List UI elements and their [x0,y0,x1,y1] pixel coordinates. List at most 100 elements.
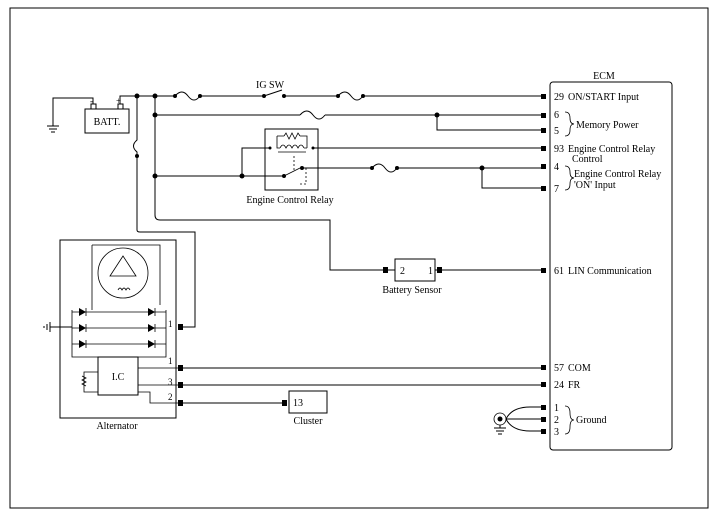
battery-sensor-label: Battery Sensor [382,285,442,296]
alternator-inner-wiring [91,244,161,310]
ecm-pin-93-number: 93 [554,144,564,155]
alternator-ic-wiring [83,371,98,393]
battery: BATT. - + [47,95,137,134]
battery-positive-wire [119,95,137,104]
ecm-ground-label: Ground [576,415,607,426]
ecm-pin-57-label: COM [568,363,591,374]
ecm-pin-7-number: 7 [554,184,559,195]
ecm-pin-29-number: 29 [554,92,564,103]
ecm-ground-pin-2-number: 2 [554,415,559,426]
relay-box [264,128,319,191]
ecm-pin-93-connector [541,146,546,151]
node [178,365,183,371]
ecm: ECM 29 ON/START Input 6 5 Memory Power 9… [541,71,673,451]
cluster-label: Cluster [294,416,324,427]
ecm-pin-57-connector [541,365,546,370]
diode-icon [79,308,156,348]
diagram-frame [9,7,709,509]
ecm-box [549,81,673,451]
ecm-relay-on-label-1: Engine Control Relay [574,169,661,180]
ecm-pin-57-number: 57 [554,363,564,374]
ecm-pin-5-number: 5 [554,126,559,137]
node [178,400,183,406]
polygon [148,324,155,332]
ecm-pin-61-number: 61 [554,266,564,277]
fuse-3-icon [299,110,326,120]
ecm-pin-5-connector [541,128,546,133]
fuse-2-icon [337,91,364,101]
fuse-4-icon [371,163,398,173]
alternator-pin-3: 3 [168,377,173,387]
ecm-pin-24-number: 24 [554,380,564,391]
relay-label: Engine Control Relay [246,195,333,206]
polygon [79,340,86,348]
polygon [79,324,86,332]
alternator-stator-icon [97,247,149,299]
ig-switch-icon [263,89,283,97]
ecm-ground-pin-2-connector [541,417,546,422]
node [497,416,503,422]
junction-dot [239,173,245,179]
alternator-resistor-icon [81,375,87,387]
line [505,418,541,432]
line [138,367,178,404]
cluster-box [288,390,328,414]
fuse-1-icon [174,91,201,101]
node [178,382,183,388]
battery-sensor: 2 1 Battery Sensor [382,258,442,296]
ecm-pin-4-number: 4 [554,162,559,173]
alternator-stator-delta [109,255,137,277]
cluster-pin-13: 13 [293,398,303,409]
ecm-pin-7-connector [541,186,546,191]
relay-resistor-icon [283,132,301,140]
ecm-ground-pin-1-connector [541,405,546,410]
alternator-ic-label: I.C [112,372,125,383]
alternator: Alternator [43,239,190,432]
node [178,324,183,330]
ecm-ground-pin-1-number: 1 [554,403,559,414]
ecm-pin-61-label: LIN Communication [568,266,652,277]
node [395,166,399,170]
ecm-pin-6-number: 6 [554,110,559,121]
polygon [148,340,155,348]
node [282,400,287,406]
battery-positive-sign: + [116,96,121,106]
relay-on-brace [564,165,575,191]
node [198,94,202,98]
wire-to-alternator-b [136,156,196,328]
node [361,94,365,98]
ecm-pin-93-label-1: Engine Control Relay [568,144,655,155]
ecm-relay-on-label-2: 'ON' Input [574,180,616,191]
engine-control-relay: Engine Control Relay [246,128,334,206]
alternator-pin-1: 1 [168,356,173,366]
ecm-pin-24-connector [541,382,546,387]
alternator-rotor-coil [117,287,131,291]
wiring: IG SW Engine Control Relay [43,80,541,435]
battery-sensor-pin-2: 2 [400,266,405,277]
ecm-pin-24-label: FR [568,380,581,391]
ecm-pin-6-connector [541,113,546,118]
battery-label: BATT. [94,117,121,128]
relay-coil-icon [279,144,305,149]
node [370,166,374,170]
relay-coil-wires [276,135,308,149]
wire-to-ecm-7 [481,168,541,189]
battery-sensor-pin-1: 1 [428,266,433,277]
line [505,406,541,420]
polygon [148,308,155,316]
node [437,267,442,273]
ecm-ground-pin-3-connector [541,429,546,434]
wire-to-battery-sensor [154,214,383,271]
battery-ground-wire [52,97,94,126]
ground-brace [564,405,575,435]
ig-switch-label: IG SW [256,80,285,91]
ecm-pin-93-label-2: Control [572,154,603,165]
wire-relay-coil-in [241,147,270,176]
battery-box [84,108,130,134]
node [336,94,340,98]
wire-alternator-b-hop [133,96,138,154]
ecm-title: ECM [593,71,615,82]
ecm-ground [493,406,541,435]
ecm-pin-61-connector [541,268,546,273]
